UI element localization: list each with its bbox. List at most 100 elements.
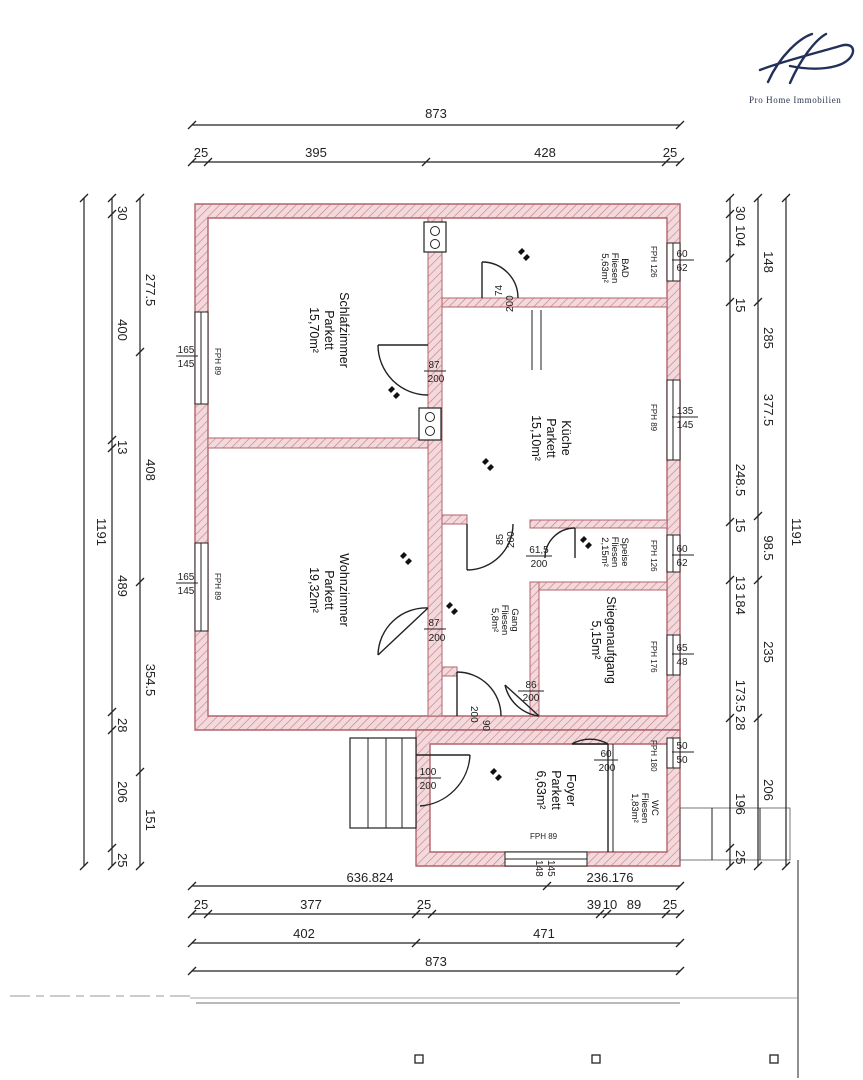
svg-text:50: 50 <box>676 741 688 752</box>
svg-text:Fliesen: Fliesen <box>499 605 510 636</box>
svg-text:1191: 1191 <box>789 518 804 546</box>
svg-text:145: 145 <box>545 860 556 877</box>
svg-text:28: 28 <box>733 716 748 730</box>
svg-text:1191: 1191 <box>94 518 109 546</box>
window-openings <box>194 242 681 867</box>
svg-text:60: 60 <box>676 249 688 260</box>
room-stiegenaufgang: Stiegenaufgang 5,15m² <box>589 596 618 684</box>
svg-text:200: 200 <box>531 559 548 570</box>
svg-text:402: 402 <box>293 926 315 941</box>
room-kueche: Küche Parkett 15,10m² <box>529 415 573 461</box>
svg-text:104: 104 <box>733 225 748 247</box>
svg-text:FPH 89: FPH 89 <box>649 404 658 432</box>
svg-text:6,63m²: 6,63m² <box>534 771 548 810</box>
svg-text:85: 85 <box>495 533 506 545</box>
svg-text:Stiegenaufgang: Stiegenaufgang <box>604 596 618 684</box>
svg-text:25: 25 <box>115 853 130 867</box>
dim-top-total: 873 <box>425 106 447 121</box>
svg-text:873: 873 <box>425 954 447 969</box>
svg-text:BAD: BAD <box>619 258 630 278</box>
svg-text:151: 151 <box>143 809 158 831</box>
svg-text:145: 145 <box>178 359 195 370</box>
dim-top-seg-left: 395 <box>305 145 327 160</box>
window-kueche: 135 145 FPH 89 <box>649 404 698 432</box>
svg-text:15: 15 <box>733 298 748 312</box>
svg-text:200: 200 <box>468 706 479 723</box>
svg-text:15,70m²: 15,70m² <box>307 307 321 353</box>
room-schlafzimmer: Schlafzimmer Parkett 15,70m² <box>307 292 351 368</box>
svg-text:62: 62 <box>676 263 688 274</box>
brand-name: Pro Home Immobilien <box>749 95 841 105</box>
window-schlafzimmer: 165 145 FPH 89 <box>176 345 222 376</box>
svg-text:145: 145 <box>677 420 694 431</box>
svg-text:248.5: 248.5 <box>733 464 748 497</box>
shaft-icons <box>418 221 447 441</box>
svg-text:200: 200 <box>428 374 445 385</box>
room-bad: BAD Fliesen 5,63m² <box>599 253 630 284</box>
svg-text:25: 25 <box>194 897 208 912</box>
svg-text:Foyer: Foyer <box>564 774 578 806</box>
svg-text:30: 30 <box>733 206 748 220</box>
svg-text:15,10m²: 15,10m² <box>529 415 543 461</box>
svg-text:148: 148 <box>761 251 776 273</box>
svg-text:636.824: 636.824 <box>347 870 394 885</box>
svg-text:2,15m²: 2,15m² <box>599 537 610 567</box>
window-speise: 60 62 FPH 126 <box>649 540 694 572</box>
svg-text:489: 489 <box>115 575 130 597</box>
svg-text:5,8m²: 5,8m² <box>489 608 500 632</box>
room-wohnzimmer: Wohnzimmer Parkett 19,32m² <box>307 553 351 626</box>
svg-text:50: 50 <box>676 755 688 766</box>
svg-text:60: 60 <box>676 544 688 555</box>
room-speise: Speise Fliesen 2,15m² <box>599 537 630 568</box>
room-foyer: Foyer Parkett 6,63m² <box>534 770 578 810</box>
svg-text:25: 25 <box>733 850 748 864</box>
svg-text:200: 200 <box>420 781 437 792</box>
svg-text:Wohnzimmer: Wohnzimmer <box>337 553 351 626</box>
svg-text:Parkett: Parkett <box>322 310 336 350</box>
svg-text:FPH 89: FPH 89 <box>530 832 558 841</box>
svg-text:408: 408 <box>143 459 158 481</box>
svg-text:Parkett: Parkett <box>549 770 563 810</box>
svg-text:200: 200 <box>506 531 517 548</box>
svg-text:196: 196 <box>733 793 748 815</box>
svg-text:FPH 89: FPH 89 <box>213 348 222 376</box>
svg-text:FPH 180: FPH 180 <box>649 740 658 772</box>
svg-text:39: 39 <box>587 897 601 912</box>
svg-text:377: 377 <box>300 897 322 912</box>
window-foyer: 148 145 FPH 89 <box>530 832 558 877</box>
svg-text:200: 200 <box>505 295 516 312</box>
svg-text:90: 90 <box>480 720 491 732</box>
svg-text:1,83m²: 1,83m² <box>629 793 640 823</box>
window-labels: 165 145 FPH 89 165 145 FPH 89 60 62 FPH … <box>176 246 698 877</box>
svg-text:FPH 89: FPH 89 <box>213 573 222 601</box>
svg-text:200: 200 <box>429 633 446 644</box>
svg-text:206: 206 <box>761 779 776 801</box>
svg-text:Küche: Küche <box>559 420 573 455</box>
svg-text:19,32m²: 19,32m² <box>307 567 321 613</box>
outlet-icons <box>388 248 592 781</box>
brand-logo: Pro Home Immobilien <box>749 32 855 105</box>
svg-text:65: 65 <box>676 643 688 654</box>
svg-text:25: 25 <box>663 897 677 912</box>
svg-text:10: 10 <box>603 897 617 912</box>
svg-text:200: 200 <box>523 693 540 704</box>
svg-text:135: 135 <box>677 406 694 417</box>
dim-top-wall-right: 25 <box>663 145 677 160</box>
svg-text:30: 30 <box>115 206 130 220</box>
svg-text:98.5: 98.5 <box>761 535 776 560</box>
svg-text:74: 74 <box>494 284 505 296</box>
svg-text:WC: WC <box>649 800 660 816</box>
svg-text:206: 206 <box>115 781 130 803</box>
svg-text:FPH 176: FPH 176 <box>649 641 658 673</box>
svg-text:471: 471 <box>533 926 555 941</box>
terrace-outline <box>679 807 799 1078</box>
room-wc: WC Fliesen 1,83m² <box>629 793 660 824</box>
right-dimensions: 30 104 15 15 13 28 196 25 148 285 377.5 … <box>725 193 804 871</box>
top-dimensions: 873 25 395 428 25 <box>187 106 685 167</box>
doors <box>377 261 614 852</box>
svg-text:173.5: 173.5 <box>733 680 748 713</box>
svg-text:Speise: Speise <box>619 537 630 566</box>
svg-text:87: 87 <box>428 360 440 371</box>
svg-text:165: 165 <box>178 572 195 583</box>
